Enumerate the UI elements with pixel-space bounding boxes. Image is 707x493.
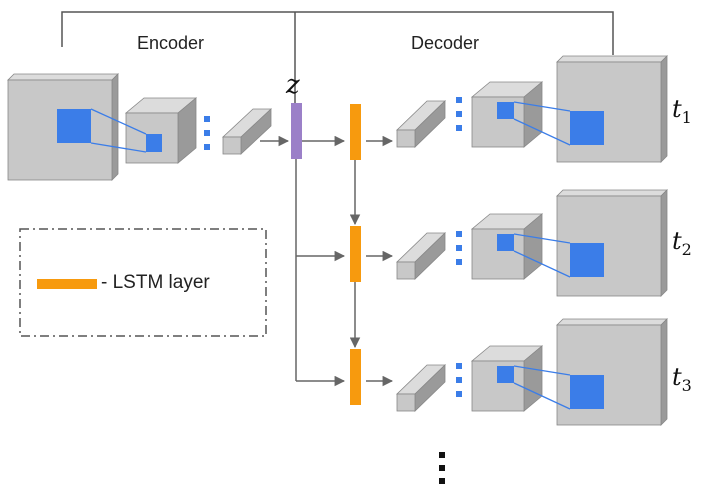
decoder-ellipsis-dots-2 <box>456 231 462 265</box>
encoder-feature-block <box>221 108 273 155</box>
decoder-block-3 <box>470 345 544 412</box>
step-label-t1: t1 <box>672 95 692 127</box>
output-image-block-3 <box>556 318 668 426</box>
decoder-feature-block-3 <box>396 364 446 412</box>
decoder-feature-block-2 <box>396 232 446 280</box>
latent-z-label: z <box>286 70 300 100</box>
encoder-block-1 <box>124 97 198 164</box>
lstm-bar-2 <box>350 226 361 282</box>
input-kernel <box>57 109 91 143</box>
continuation-dots <box>439 452 445 484</box>
decoder-ellipsis-dots-1 <box>456 97 462 131</box>
skip-bracket <box>61 11 614 103</box>
encoder-kernel-1 <box>146 134 162 152</box>
output-image-block-1 <box>556 55 668 163</box>
decoder-block-1 <box>470 81 544 148</box>
kernel-projection-lines-3 <box>513 365 571 410</box>
output-image-block-2 <box>556 189 668 297</box>
input-image-block <box>7 73 119 181</box>
legend-box <box>19 228 267 337</box>
decoder-label: Decoder <box>411 33 480 53</box>
kernel-projection-lines-encoder <box>90 108 147 153</box>
lstm-to-feature-arrows <box>366 135 394 387</box>
lstm-bar-1 <box>350 104 361 160</box>
encoder-ellipsis-dots <box>204 116 210 150</box>
step-label-t2: t2 <box>672 227 692 259</box>
lstm-bar-3 <box>350 349 361 405</box>
decoder-ellipsis-dots-3 <box>456 363 462 397</box>
encoder-label: Encoder <box>137 33 205 53</box>
kernel-projection-lines-1 <box>513 101 571 146</box>
kernel-projection-lines-2 <box>513 233 571 278</box>
decoder-block-2 <box>470 213 544 280</box>
latent-fanout <box>295 135 346 387</box>
latent-z-bar <box>291 103 302 159</box>
legend-lstm-swatch <box>37 279 97 289</box>
step-label-t3: t3 <box>672 363 692 395</box>
legend-label: - LSTM layer <box>101 272 210 293</box>
decoder-feature-block-1 <box>396 100 446 148</box>
